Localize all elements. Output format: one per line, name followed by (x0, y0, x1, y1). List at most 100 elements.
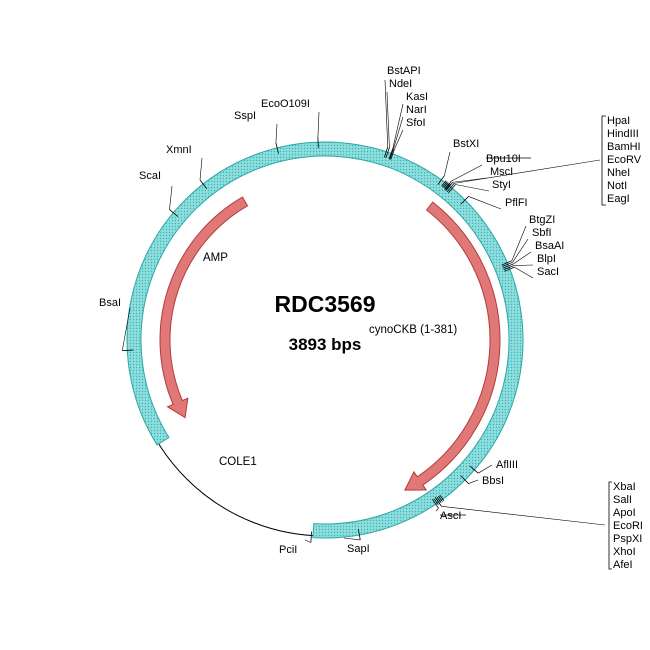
leader-nari (393, 116, 404, 149)
site-label-sapi: SapI (347, 543, 370, 555)
site-label-bstxi: BstXI (453, 138, 479, 150)
site-label-xmni: XmnI (166, 144, 192, 156)
leader-bstxi (444, 151, 451, 176)
tick-pflfi (460, 196, 469, 205)
tick-styi (448, 184, 456, 194)
plasmid-name: RDC3569 (275, 291, 376, 317)
leader-saci (514, 266, 534, 279)
leader-afliii (478, 464, 493, 474)
feature-label-cole1: COLE1 (219, 456, 257, 468)
leader-group1 (454, 159, 601, 184)
site-label-bsaai: BsaAI (535, 240, 564, 252)
leader-btgzi (511, 225, 527, 261)
leader-sapi (343, 537, 361, 541)
tick-kasi (388, 148, 394, 160)
leader-kasi (392, 103, 404, 149)
tick-pcii (310, 531, 313, 543)
group1-site-bamhi: BamHI (607, 141, 641, 153)
leader-bstapi (384, 79, 389, 147)
cynockb-feature-arrow (404, 201, 501, 491)
tick-msci (445, 181, 454, 192)
tick-bsai (122, 349, 134, 352)
tick-bstapi (383, 146, 389, 158)
cluster2-tick-0 (439, 494, 445, 502)
tick-bsaai (502, 263, 514, 269)
group1-site-noti: NotI (607, 180, 627, 192)
site-label-afliii: AflIII (496, 459, 518, 471)
group2-site-xhoi: XhoI (613, 546, 636, 558)
group2-site-ecori: EcoRI (613, 520, 643, 532)
group1-site-hpai: HpaI (607, 115, 630, 127)
site-label-asci: AscI (440, 510, 461, 522)
cluster1-tick-4 (445, 183, 451, 190)
tick-group1 (446, 183, 455, 193)
tick-afliii (469, 465, 479, 474)
site-label-kasi: KasI (406, 91, 428, 103)
tick-bstxi (437, 175, 445, 185)
amp-feature-arrow (159, 196, 249, 419)
site-label-pcii: PciI (279, 544, 297, 556)
site-label-sbfi: SbfI (532, 227, 552, 239)
site-ticks (121, 79, 606, 543)
leader-sspi (275, 123, 278, 144)
leader-bpu10i (451, 164, 483, 182)
group2-site-xbai: XbaI (613, 481, 636, 493)
cluster1-tick-2 (443, 182, 449, 189)
leader-xmni (199, 157, 203, 181)
cluster1-tick-3 (444, 183, 450, 189)
group2-site-pspxi: PspXI (613, 533, 642, 545)
site-label-bbsi: BbsI (482, 475, 504, 487)
plasmid-size: 3893 bps (289, 335, 362, 354)
leader-sbfi (512, 238, 529, 263)
cole1-feature-box (126, 141, 524, 539)
leader-pcii (304, 539, 311, 543)
group1-site-nhei: NheI (607, 167, 630, 179)
site-label-sspi: SspI (234, 110, 256, 122)
tick-sspi (275, 142, 279, 154)
tick-sbfi (502, 261, 513, 267)
tick-nari (389, 148, 394, 160)
leader-pflfi (468, 196, 502, 210)
tick-sapi (357, 529, 361, 540)
site-group-1-bracket (601, 115, 606, 206)
leader-bbsi (468, 479, 479, 484)
site-label-scai: ScaI (139, 170, 161, 182)
leader-bsai (121, 307, 131, 351)
tick-btgzi (501, 260, 513, 266)
group1-site-hindiii: HindIII (607, 128, 639, 140)
cluster2-tick-3 (435, 497, 441, 505)
cluster1-tick-0 (441, 180, 447, 187)
cluster1-tick-1 (442, 181, 448, 188)
site-label-msci: MscI (490, 166, 513, 178)
tick-blpi (503, 265, 515, 271)
site-label-pflfi: PflFI (505, 197, 528, 209)
group2-site-apoi: ApoI (613, 507, 636, 519)
site-label-nari: NarI (406, 104, 427, 116)
cluster2-tick-4 (433, 498, 439, 506)
leader-bsaai (513, 251, 532, 265)
leader-scai (169, 185, 173, 210)
site-label-saci: SacI (537, 266, 559, 278)
feature-label-cynockb: cynoCKB (1-381) (369, 324, 457, 336)
site-label-blpi: BlpI (537, 253, 556, 265)
group2-site-afei: AfeI (613, 559, 633, 571)
leader-sfoi (394, 129, 404, 150)
site-label-ecoo109i: EcoO109I (261, 98, 310, 110)
cluster2-tick-2 (436, 496, 442, 504)
site-group-2-bracket (608, 481, 612, 570)
group1-site-ecorv: EcoRV (607, 154, 642, 166)
site-label-bpu10i: Bpu10I (486, 153, 521, 165)
group1-site-eagi: EagI (607, 193, 630, 205)
tick-saci (504, 266, 515, 272)
tick-sfoi (390, 149, 395, 160)
leader-ndei (386, 91, 390, 148)
site-label-bsai: BsaI (99, 297, 121, 309)
cluster2-tick-1 (438, 495, 443, 503)
site-label-ndei: NdeI (389, 78, 412, 90)
site-label-sfoi: SfoI (406, 117, 426, 129)
group2-site-sali: SalI (613, 494, 632, 506)
tick-scai (169, 209, 179, 217)
site-label-styi: StyI (492, 179, 511, 191)
leader-ecoo109i (317, 111, 320, 138)
